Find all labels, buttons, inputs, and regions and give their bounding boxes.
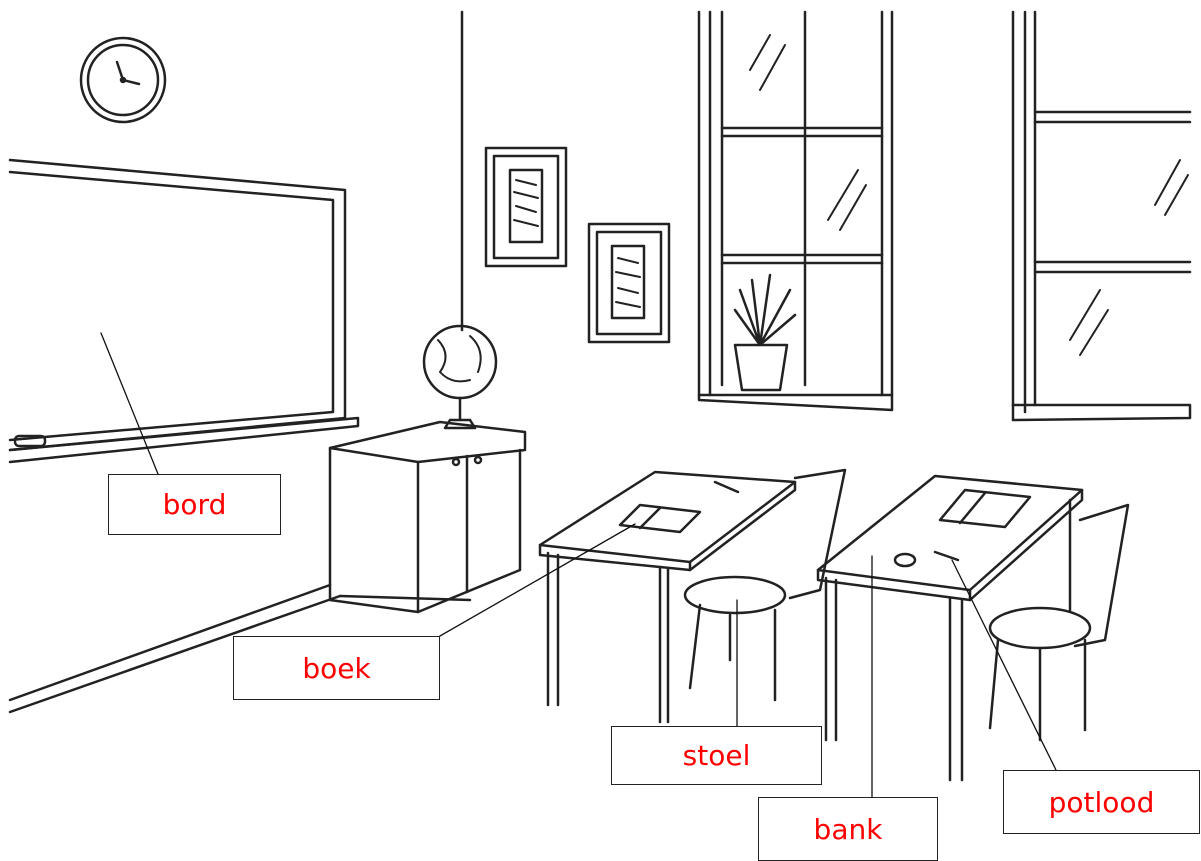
chalkboard	[10, 160, 358, 462]
label-boek: boek	[233, 636, 440, 700]
label-potlood: potlood	[1003, 770, 1200, 834]
potted-plant-icon	[735, 275, 795, 390]
book-icon	[620, 505, 700, 532]
label-bank: bank	[758, 797, 938, 861]
globe-icon	[424, 326, 496, 428]
pencil-icon-desk1	[715, 482, 738, 492]
label-bord: bord	[108, 474, 281, 535]
sharpener-icon	[895, 554, 915, 566]
wall-clock-icon	[81, 38, 165, 122]
desk-left	[540, 472, 795, 722]
pencil-icon-desk2	[935, 552, 958, 560]
picture-frame-2	[589, 224, 669, 342]
chair-right	[990, 505, 1128, 740]
label-stoel: stoel	[611, 726, 822, 785]
window-left	[699, 12, 892, 410]
picture-frame-1	[486, 148, 566, 266]
window-right	[1013, 12, 1190, 420]
cabinet	[330, 422, 525, 612]
book-icon-desk2	[940, 490, 1030, 527]
leader-line-boek	[440, 524, 635, 636]
